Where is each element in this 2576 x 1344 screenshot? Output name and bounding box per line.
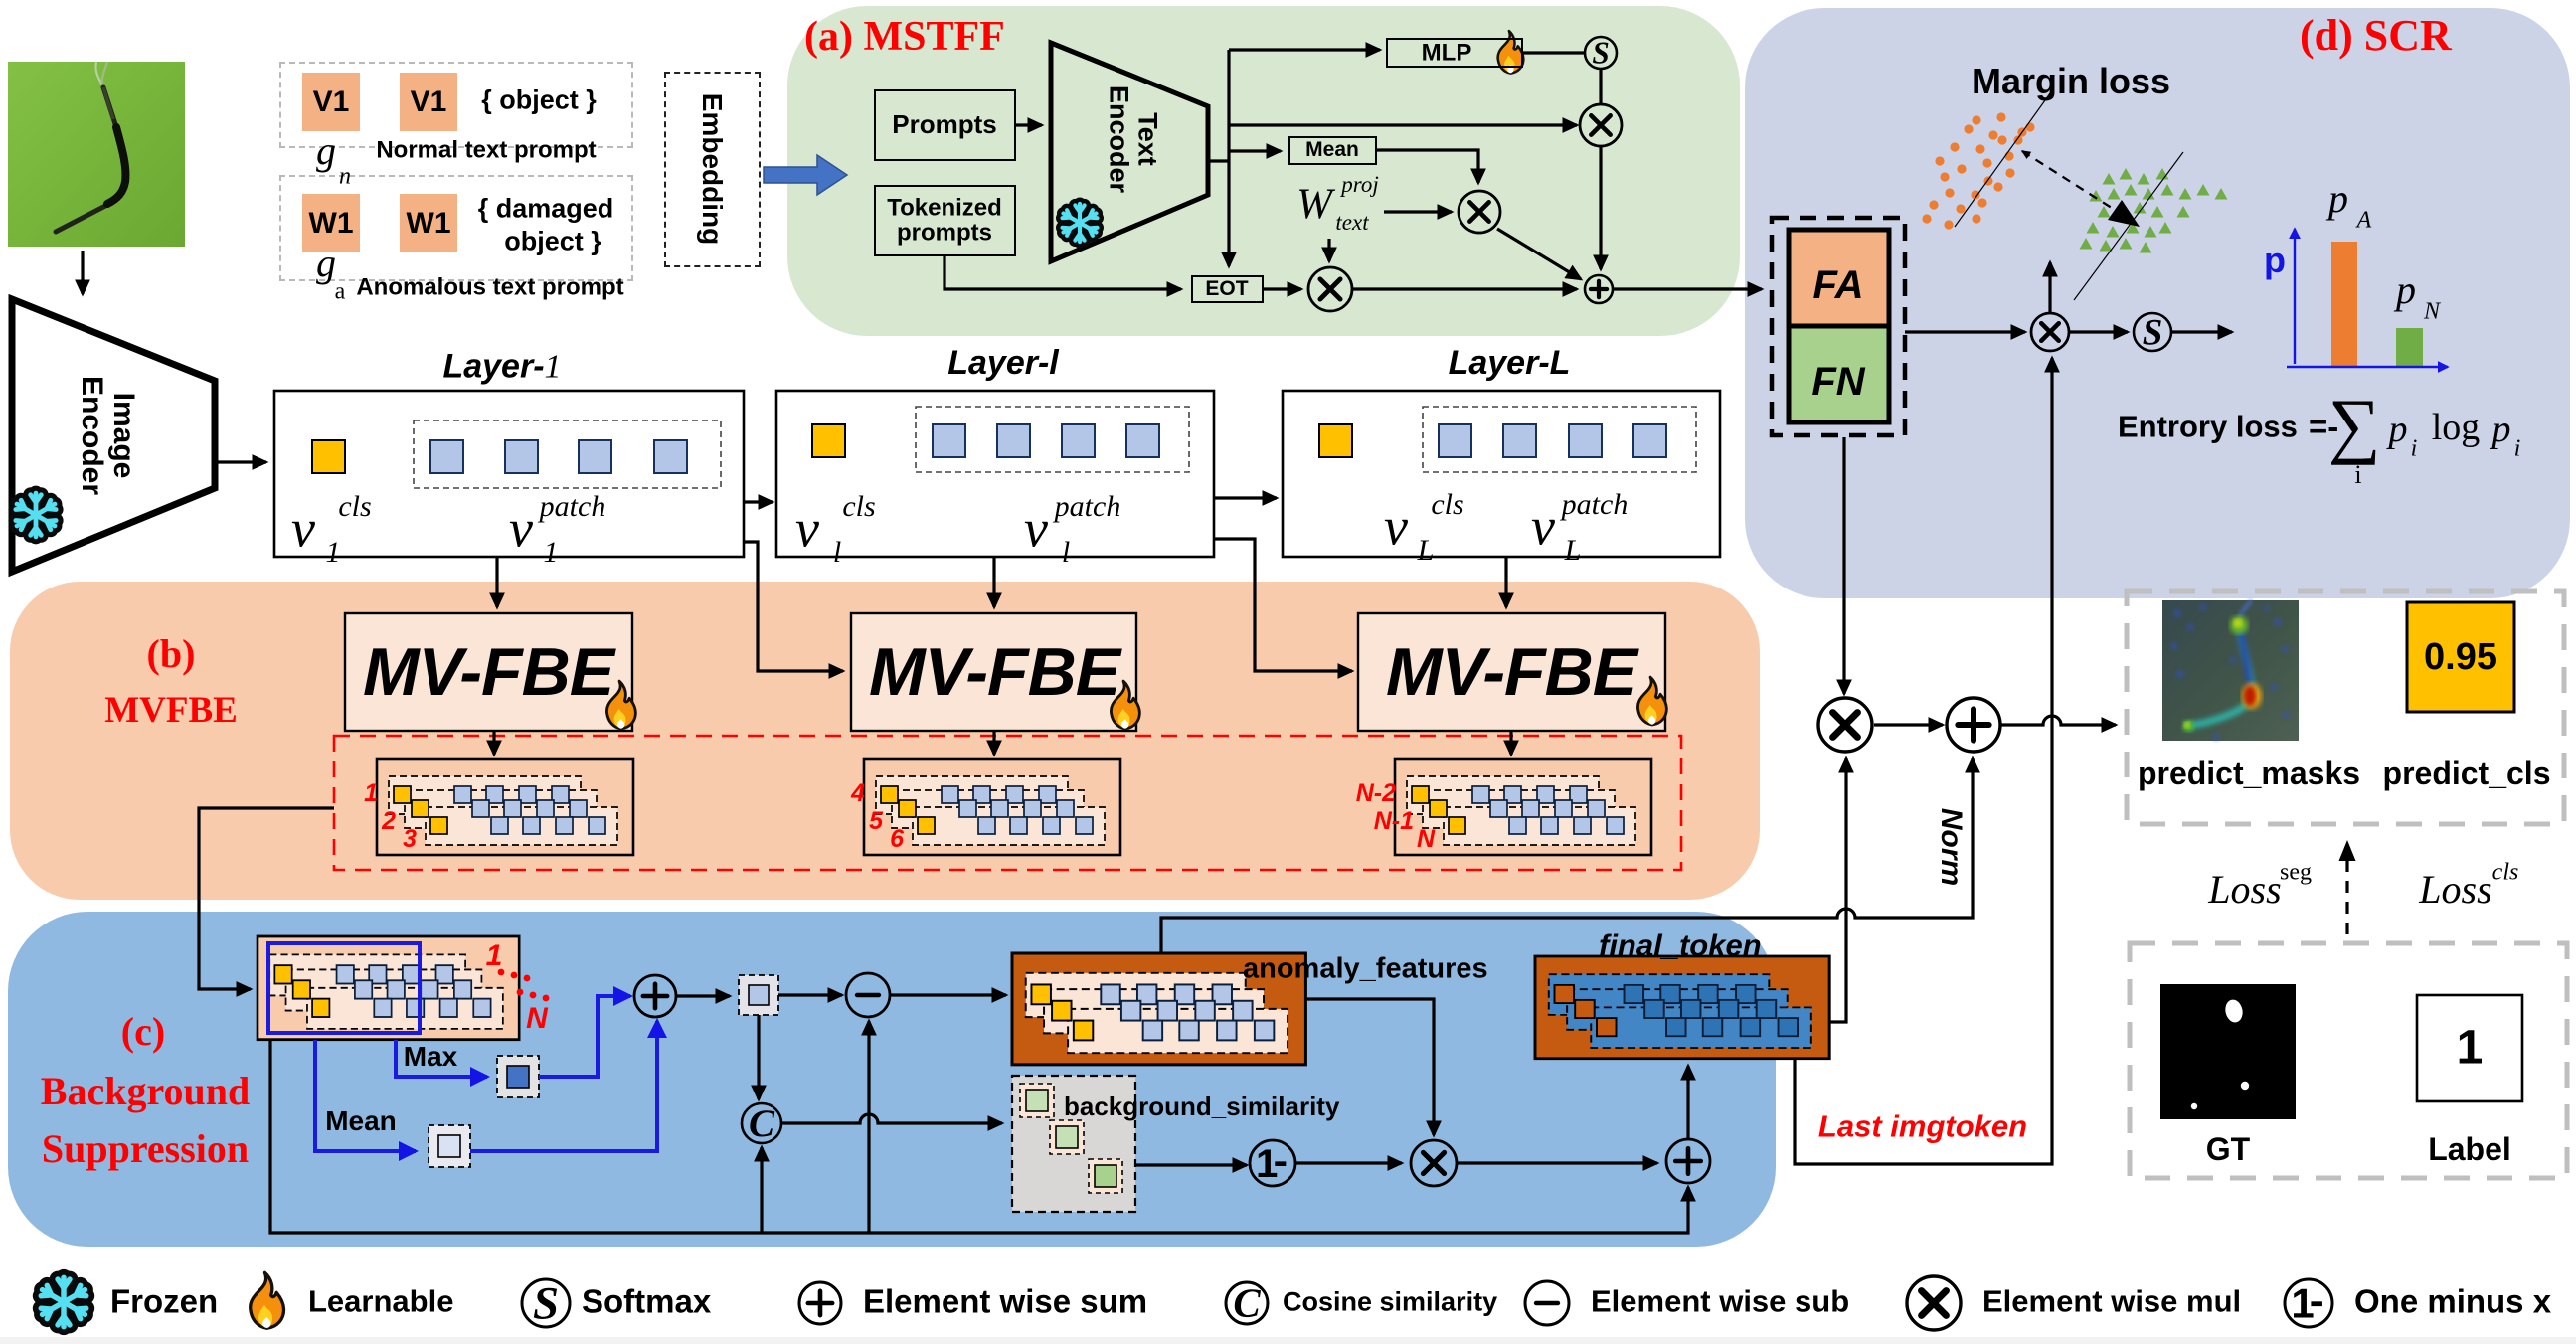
svg-text:S: S — [1592, 35, 1609, 70]
svg-text:1: 1 — [1256, 1141, 1278, 1186]
svg-text:S: S — [533, 1278, 559, 1330]
svg-text:1: 1 — [2291, 1280, 2314, 1327]
svg-text:S: S — [2143, 312, 2163, 353]
svg-text:C: C — [749, 1102, 775, 1145]
svg-text:C: C — [1233, 1281, 1261, 1326]
